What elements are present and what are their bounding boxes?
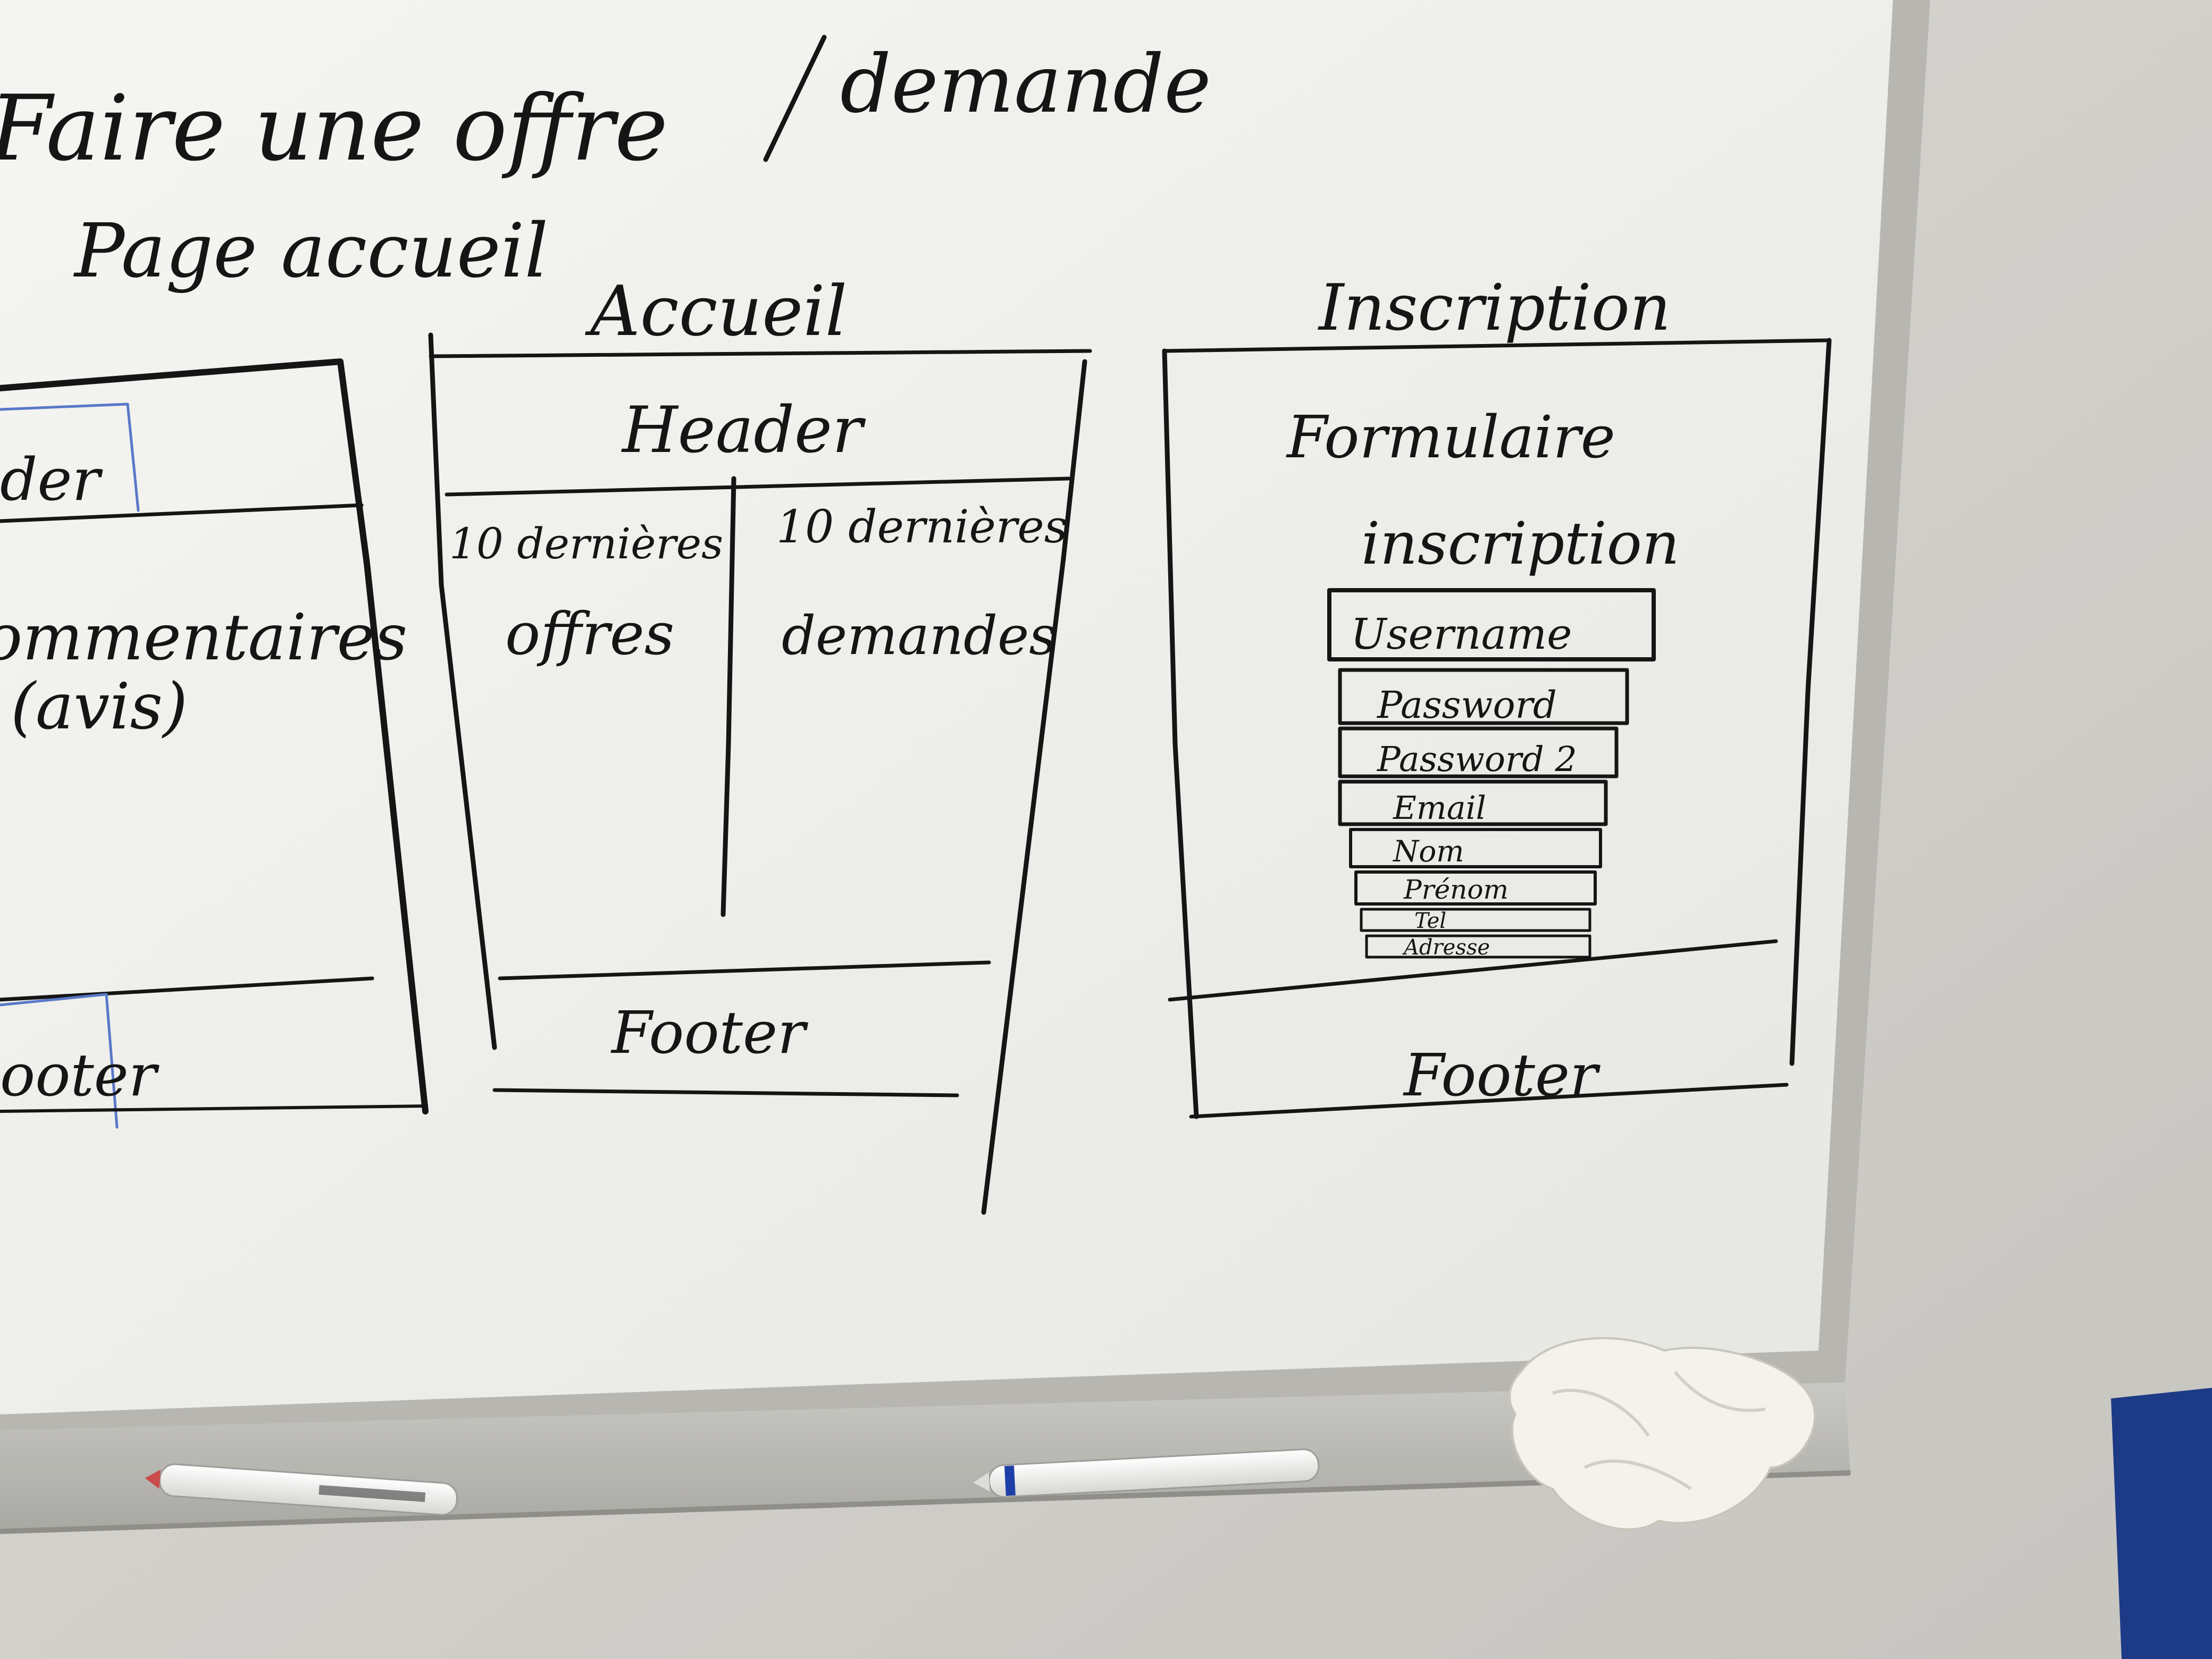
- field-email: Email: [1393, 790, 1486, 827]
- left-sketch-footer-line: [0, 976, 374, 1002]
- heading-slash: [763, 35, 827, 162]
- field-box: [1349, 828, 1602, 868]
- accueil-header-line: [445, 476, 1071, 497]
- accueil-right-border: [981, 359, 1087, 1215]
- accueil-col-right-line1: 10 dernières: [776, 501, 1067, 554]
- accueil-bottom-line: [492, 1088, 959, 1097]
- left-sketch-footer-blue-box: [0, 993, 119, 1129]
- left-sketch-header-fragment: der: [0, 446, 104, 514]
- left-sketch-comments: ommentaires: [0, 601, 407, 675]
- inscription-footer-line: [1168, 939, 1778, 1002]
- field-box: [1354, 870, 1597, 906]
- left-sketch-top-border: [0, 358, 429, 1115]
- crumpled-tissue: [1509, 1337, 1816, 1530]
- field-username: Username: [1351, 609, 1572, 659]
- field-tel: Tel: [1414, 909, 1446, 933]
- field-box: [1327, 588, 1656, 661]
- whiteboard-surface: [0, 0, 1893, 1414]
- accueil-footer: Footer: [610, 999, 809, 1067]
- left-sketch-header-blue-box: [0, 403, 140, 512]
- inscription-form-fields: Username Password Password 2 Email Nom P…: [1327, 588, 1656, 960]
- accueil-left-border: [428, 332, 497, 1050]
- inscription-top-border: [1162, 338, 1831, 353]
- field-box: [1338, 726, 1619, 778]
- accueil-column-divider: [720, 476, 736, 917]
- inscription-title: Inscription: [1318, 271, 1671, 345]
- accueil-top-border: [429, 349, 1092, 358]
- heading-line1-part2: demande: [840, 38, 1211, 131]
- left-sketch-bottom-line: [0, 1104, 427, 1113]
- accueil-col-right-line2: demandes: [782, 605, 1057, 667]
- pen-cap-blue-band: [1004, 1465, 1016, 1496]
- field-adresse: Adresse: [1402, 935, 1490, 960]
- white-marker-right[interactable]: [973, 1448, 1320, 1498]
- accueil-footer-line: [498, 960, 991, 981]
- heading-line2: Page accueil: [73, 208, 548, 295]
- inscription-left-border: [1162, 348, 1199, 1119]
- field-password-2: Password 2: [1377, 740, 1577, 780]
- marker-tray: [0, 1382, 1850, 1531]
- inscription-right-border: [1789, 338, 1832, 1066]
- field-nom: Nom: [1392, 834, 1464, 868]
- accueil-col-left-line2: offres: [505, 600, 674, 668]
- field-box: [1365, 934, 1591, 959]
- field-box: [1360, 908, 1591, 932]
- white-marker-left[interactable]: [144, 1462, 458, 1516]
- left-sketch-footer-fragment: ooter: [0, 1041, 160, 1109]
- whiteboard-writing: Faire une offre demande Page accueil der…: [0, 35, 1832, 1215]
- accueil-header: Header: [621, 393, 866, 467]
- field-box: [1338, 668, 1629, 725]
- inscription-form-title-line1: Formulaire: [1286, 403, 1615, 471]
- field-box: [1338, 780, 1608, 826]
- field-password: Password: [1376, 683, 1557, 727]
- left-sketch-comments-sub: (avis): [11, 670, 188, 744]
- inscription-form-title-line2: inscription: [1361, 509, 1680, 577]
- heading-line1-part1: Faire une offre: [0, 76, 668, 181]
- blue-object: [2111, 1388, 2212, 1659]
- field-prenom: Prénom: [1403, 874, 1509, 905]
- accueil-col-left-line1: 10 dernières: [449, 519, 723, 568]
- accueil-title: Accueil: [585, 271, 847, 351]
- inscription-bottom-line: [1189, 1083, 1789, 1119]
- left-sketch-header-line: [0, 503, 364, 523]
